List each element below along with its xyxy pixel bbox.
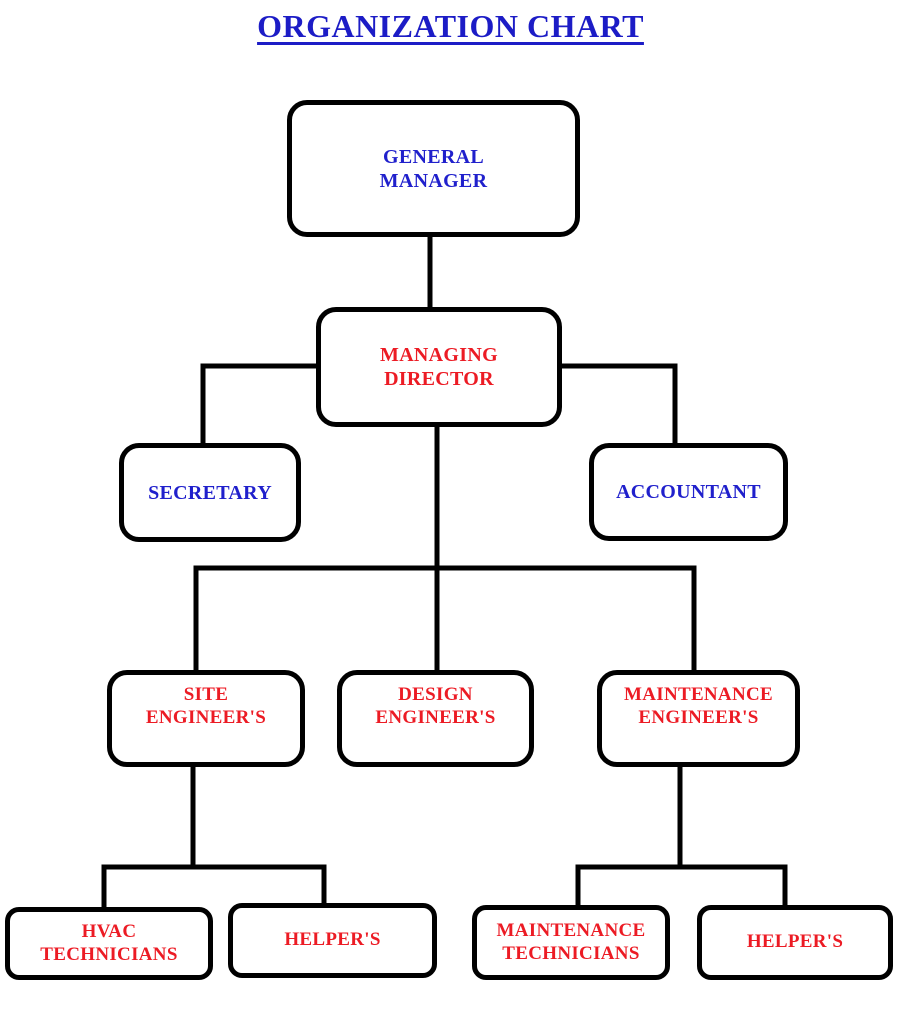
node-accountant: ACCOUNTANT	[589, 443, 788, 541]
label-line: ENGINEER'S	[145, 706, 267, 728]
label-line: DESIGN	[398, 684, 473, 705]
connector-level3-bar	[193, 565, 697, 674]
node-design-engineers: DESIGN ENGINEER'S	[337, 670, 534, 767]
node-hvac-technicians: HVAC TECHNICIANS	[5, 907, 213, 980]
label-line: HELPER'S	[284, 929, 381, 951]
connector-md-secretary	[200, 363, 320, 447]
node-maintenance-technicians-label: MAINTENANCE TECHNICIANS	[497, 920, 646, 966]
node-managing-director-label: MANAGING DIRECTOR	[380, 343, 498, 391]
label-line: HELPER'S	[746, 931, 844, 953]
label-line: MANAGING	[380, 344, 498, 366]
label-line: MAINTENANCE	[496, 919, 646, 941]
label-line: HVAC	[81, 920, 137, 942]
label-line: SITE	[183, 684, 229, 705]
node-maintenance-engineers: MAINTENANCE ENGINEER'S	[597, 670, 800, 767]
node-maintenance-technicians: MAINTENANCE TECHNICIANS	[472, 905, 670, 980]
node-helpers-left-label: HELPER'S	[284, 929, 380, 952]
label-line: MANAGER	[379, 169, 488, 192]
label-line: DIRECTOR	[384, 368, 494, 390]
label-line: ENGINEER'S	[375, 706, 496, 728]
node-helpers-right: HELPER'S	[697, 905, 893, 980]
node-site-engineers: SITE ENGINEER'S	[107, 670, 305, 767]
node-secretary: SECRETARY	[119, 443, 301, 542]
node-helpers-right-label: HELPER'S	[747, 931, 843, 954]
node-secretary-label: SECRETARY	[148, 481, 272, 505]
node-site-engineers-label: SITE ENGINEER'S	[146, 684, 266, 730]
connector-level4-left-bar	[101, 864, 327, 911]
page-title: ORGANIZATION CHART	[257, 8, 644, 44]
node-design-engineers-label: DESIGN ENGINEER'S	[375, 684, 495, 730]
node-helpers-left: HELPER'S	[228, 903, 437, 978]
label-line: TECHNICIANS	[502, 942, 640, 964]
node-general-manager: GENERAL MANAGER	[287, 100, 580, 237]
label-line: TECHNICIANS	[40, 943, 178, 965]
node-hvac-technicians-label: HVAC TECHNICIANS	[40, 921, 177, 967]
connector-md-accountant	[558, 363, 678, 447]
node-maintenance-engineers-label: MAINTENANCE ENGINEER'S	[624, 684, 773, 730]
label-line: SECRETARY	[148, 481, 272, 504]
label-line: GENERAL	[382, 145, 484, 168]
label-line: ENGINEER'S	[638, 706, 759, 728]
node-managing-director: MANAGING DIRECTOR	[316, 307, 562, 427]
label-line: MAINTENANCE	[624, 684, 773, 705]
connector-level4-right-bar	[575, 864, 788, 909]
node-accountant-label: ACCOUNTANT	[616, 480, 761, 504]
node-general-manager-label: GENERAL MANAGER	[380, 145, 488, 193]
label-line: ACCOUNTANT	[616, 481, 761, 503]
